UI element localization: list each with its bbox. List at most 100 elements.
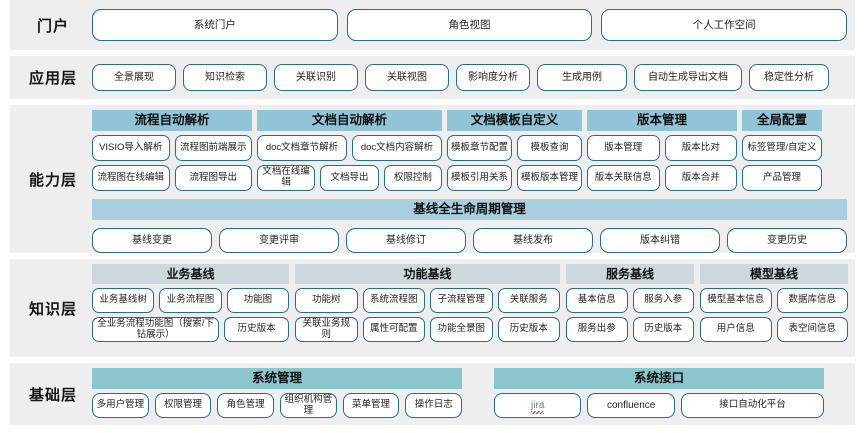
knowledge-body: 业务基线 业务基线树 业务流程图 功能图 全业务流程功能图（搜索/下钻展示） 历… (92, 264, 848, 352)
fd-item-menu-mgmt[interactable]: 菜单管理 (342, 393, 400, 418)
knowledge-row: 基本信息 服务入参 (566, 288, 694, 313)
app-item-generate-cases[interactable]: 生成用例 (537, 64, 627, 91)
cap-item-template-query[interactable]: 模板查询 (517, 135, 582, 161)
knowledge-row: 关联业务规则 属性可配置 功能全景图 历史版本 (295, 317, 560, 342)
kn-item-database-info[interactable]: 数据库信息 (776, 288, 848, 313)
knowledge-column-model-baseline: 模型基线 模型基本信息 数据库信息 用户信息 表空间信息 (700, 264, 848, 342)
knowledge-column-function-baseline: 功能基线 功能树 系统流程图 子流程管理 关联服务 关联业务规则 属性可配置 功… (295, 264, 560, 342)
capability-head-doc-parse: 文档自动解析 (257, 110, 442, 131)
cap-item-version-compare[interactable]: 版本比对 (664, 135, 737, 161)
cap-item-visio-import-parse[interactable]: VISIO导入解析 (92, 135, 170, 161)
kn-item-function-panorama[interactable]: 功能全景图 (430, 317, 493, 342)
layer-foundation: 基础层 系统管理 多用户管理 权限管理 角色管理 组织机构管理 菜单管理 操作日… (10, 363, 855, 425)
kn-item-business-flowchart[interactable]: 业务流程图 (159, 288, 222, 313)
kn-item-subprocess-mgmt[interactable]: 子流程管理 (430, 288, 493, 313)
capability-row: 流程图在线编辑 流程图导出 (92, 165, 252, 191)
cap-item-permission-control[interactable]: 权限控制 (383, 165, 442, 191)
layer-label-application: 应用层 (28, 70, 77, 87)
capability-row: 文档在线编辑 文档导出 权限控制 (257, 165, 442, 191)
lifecycle-item-baseline-release[interactable]: 基线发布 (473, 228, 593, 253)
application-row: 全景展现 知识检索 关联识别 关联视图 影响度分析 生成用例 自动生成导出文档 … (92, 64, 847, 91)
app-item-stability-analysis[interactable]: 稳定性分析 (749, 64, 829, 91)
portal-item-personal-workspace[interactable]: 个人工作空间 (601, 9, 848, 41)
layer-portal: 门户 系统门户 角色视图 个人工作空间 (10, 0, 855, 50)
lifecycle-item-change-history[interactable]: 变更历史 (727, 228, 847, 253)
capability-columns: 流程自动解析 VISIO导入解析 流程图前端展示 流程图在线编辑 流程图导出 文… (92, 110, 847, 191)
cap-item-doc-export[interactable]: 文档导出 (320, 165, 379, 191)
lifecycle-head: 基线全生命周期管理 (92, 199, 847, 220)
cap-item-flowchart-online-edit[interactable]: 流程图在线编辑 (92, 165, 170, 191)
app-item-relation-recognition[interactable]: 关联识别 (274, 64, 358, 91)
layer-label-knowledge: 知识层 (28, 300, 77, 318)
knowledge-row: 服务出参 历史版本 (566, 317, 694, 342)
jira-logo-text: jira (531, 399, 545, 414)
fd-item-org-structure-mgmt[interactable]: 组织机构管理 (280, 393, 337, 418)
cap-item-tag-mgmt-custom[interactable]: 标签管理/自定义 (742, 135, 822, 161)
fd-item-interface-automation-platform[interactable]: 接口自动化平台 (680, 393, 824, 418)
cap-item-template-chapter-config[interactable]: 模板章节配置 (447, 135, 512, 161)
kn-item-related-services[interactable]: 关联服务 (497, 288, 560, 313)
cap-item-doc-chapter-parse[interactable]: doc文档章节解析 (257, 135, 347, 161)
kn-item-configurable-attributes[interactable]: 属性可配置 (362, 317, 425, 342)
knowledge-column-service-baseline: 服务基线 基本信息 服务入参 服务出参 历史版本 (566, 264, 694, 342)
app-item-panorama[interactable]: 全景展现 (92, 64, 176, 91)
app-item-knowledge-search[interactable]: 知识检索 (183, 64, 267, 91)
cap-item-version-mgmt[interactable]: 版本管理 (587, 135, 660, 161)
kn-item-tablespace-info[interactable]: 表空间信息 (776, 317, 848, 342)
kn-item-related-business-rules[interactable]: 关联业务规则 (295, 317, 358, 342)
capability-row: 产品管理 (742, 165, 822, 191)
cap-item-version-merge[interactable]: 版本合并 (664, 165, 737, 191)
layer-capability: 能力层 流程自动解析 VISIO导入解析 流程图前端展示 流程图在线编辑 流程图… (10, 105, 855, 253)
application-body: 全景展现 知识检索 关联识别 关联视图 影响度分析 生成用例 自动生成导出文档 … (92, 64, 847, 91)
knowledge-row: 功能树 系统流程图 子流程管理 关联服务 (295, 288, 560, 313)
cap-item-doc-online-edit[interactable]: 文档在线编辑 (257, 165, 316, 191)
lifecycle-item-baseline-revision[interactable]: 基线修订 (346, 228, 466, 253)
portal-body: 系统门户 角色视图 个人工作空间 (92, 9, 848, 41)
cap-item-template-version-mgmt[interactable]: 模板版本管理 (517, 165, 582, 191)
kn-item-business-baseline-tree[interactable]: 业务基线树 (92, 288, 155, 313)
cap-item-doc-content-parse[interactable]: doc文档内容解析 (352, 135, 442, 161)
fd-item-multi-user-mgmt[interactable]: 多用户管理 (92, 393, 149, 418)
capability-row: 标签管理/自定义 (742, 135, 822, 161)
portal-item-role-view[interactable]: 角色视图 (346, 9, 593, 41)
foundation-head-system-mgmt: 系统管理 (92, 368, 462, 389)
kn-item-full-business-flow-function-diagram[interactable]: 全业务流程功能图（搜索/下钻展示） (92, 317, 220, 342)
kn-item-user-info[interactable]: 用户信息 (700, 317, 772, 342)
cap-item-product-mgmt[interactable]: 产品管理 (742, 165, 822, 191)
capability-head-doc-template: 文档模板自定义 (447, 110, 582, 131)
kn-item-function-diagram[interactable]: 功能图 (226, 288, 289, 313)
lifecycle-item-baseline-change[interactable]: 基线变更 (92, 228, 212, 253)
fd-item-role-mgmt[interactable]: 角色管理 (217, 393, 275, 418)
lifecycle-item-version-correction[interactable]: 版本纠错 (600, 228, 720, 253)
kn-item-history-version-service[interactable]: 历史版本 (632, 317, 694, 342)
fd-item-permission-mgmt[interactable]: 权限管理 (154, 393, 212, 418)
app-item-relation-view[interactable]: 关联视图 (365, 64, 449, 91)
foundation-column-system-interface: 系统接口 jira confluence 接口自动化平台 (494, 368, 824, 418)
knowledge-row: 全业务流程功能图（搜索/下钻展示） 历史版本 (92, 317, 289, 342)
cap-item-template-reference[interactable]: 模板引用关系 (447, 165, 512, 191)
kn-item-model-basic-info[interactable]: 模型基本信息 (700, 288, 772, 313)
capability-head-global-config: 全局配置 (742, 110, 822, 131)
fd-item-operation-log[interactable]: 操作日志 (405, 393, 463, 418)
kn-item-history-version-function[interactable]: 历史版本 (497, 317, 560, 342)
kn-item-basic-info[interactable]: 基本信息 (566, 288, 628, 313)
portal-item-system-portal[interactable]: 系统门户 (92, 9, 338, 41)
lifecycle-item-change-review[interactable]: 变更评审 (219, 228, 339, 253)
cap-item-flowchart-frontend-display[interactable]: 流程图前端展示 (174, 135, 252, 161)
capability-column-process-parse: 流程自动解析 VISIO导入解析 流程图前端展示 流程图在线编辑 流程图导出 (92, 110, 252, 191)
kn-item-history-version-business[interactable]: 历史版本 (224, 317, 289, 342)
app-item-impact-analysis[interactable]: 影响度分析 (456, 64, 530, 91)
fd-item-jira[interactable]: jira (494, 393, 582, 418)
fd-item-confluence[interactable]: confluence (587, 393, 675, 418)
layer-application: 应用层 全景展现 知识检索 关联识别 关联视图 影响度分析 生成用例 自动生成导… (10, 56, 855, 99)
kn-item-system-flowchart[interactable]: 系统流程图 (362, 288, 425, 313)
foundation-column-system-mgmt: 系统管理 多用户管理 权限管理 角色管理 组织机构管理 菜单管理 操作日志 (92, 368, 463, 418)
app-item-auto-export-doc[interactable]: 自动生成导出文档 (634, 64, 742, 91)
kn-item-service-output-params[interactable]: 服务出参 (566, 317, 628, 342)
kn-item-function-tree[interactable]: 功能树 (295, 288, 358, 313)
cap-item-version-relation-info[interactable]: 版本关联信息 (587, 165, 660, 191)
foundation-row: jira confluence 接口自动化平台 (494, 393, 824, 418)
kn-item-service-input-params[interactable]: 服务入参 (632, 288, 694, 313)
cap-item-flowchart-export[interactable]: 流程图导出 (174, 165, 252, 191)
